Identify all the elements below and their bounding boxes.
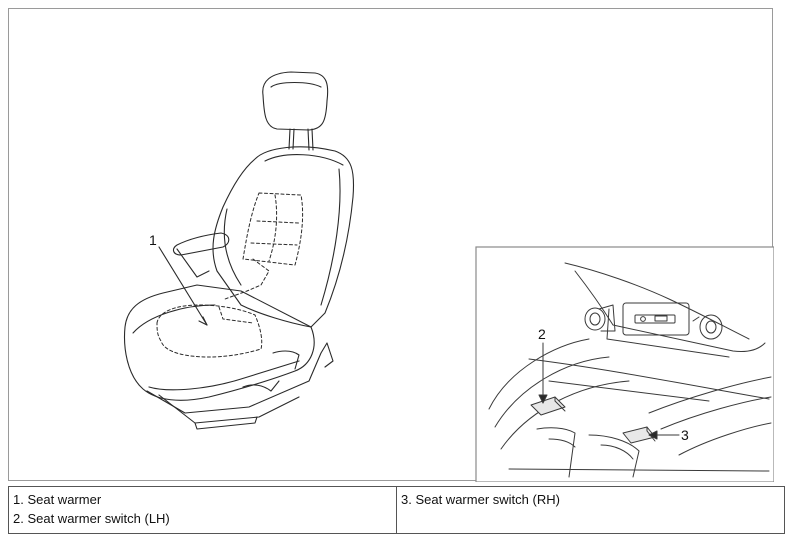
seat-warmer-switch-lh <box>530 396 566 416</box>
legend-row: 1. Seat warmer 2. Seat warmer switch (LH… <box>8 486 785 534</box>
legend-table: 1. Seat warmer 2. Seat warmer switch (LH… <box>8 486 785 534</box>
seat-heater-pad <box>156 304 263 358</box>
power-outlet-right <box>699 314 723 340</box>
backrest <box>212 146 355 328</box>
legend-item-switch-lh: 2. Seat warmer switch (LH) <box>13 511 170 526</box>
callout-3-label: 3 <box>681 427 689 443</box>
legend-item-switch-rh: 3. Seat warmer switch (RH) <box>401 492 560 507</box>
headrest-post-left <box>288 128 295 150</box>
backrest-heater-pad <box>242 192 304 266</box>
figure-frame: 1 <box>8 8 774 482</box>
inset-console-view: 2 3 <box>475 246 774 482</box>
seat-base <box>146 342 334 414</box>
headrest <box>262 71 329 131</box>
armrest <box>172 232 230 256</box>
legend-item-seat-warmer: 1. Seat warmer <box>13 492 102 507</box>
legend-cell-left: 1. Seat warmer 2. Seat warmer switch (LH… <box>8 486 397 534</box>
power-outlet-left <box>584 307 606 331</box>
callout-2-label: 2 <box>538 326 546 342</box>
callout-1-label: 1 <box>149 232 157 248</box>
seat-cushion <box>124 284 315 401</box>
headrest-post-right <box>307 128 314 151</box>
callout-1-leader <box>158 246 208 326</box>
seat-warmer-illustration: 1 <box>124 71 774 482</box>
legend-cell-right: 3. Seat warmer switch (RH) <box>396 486 785 534</box>
console-panel <box>622 302 690 336</box>
